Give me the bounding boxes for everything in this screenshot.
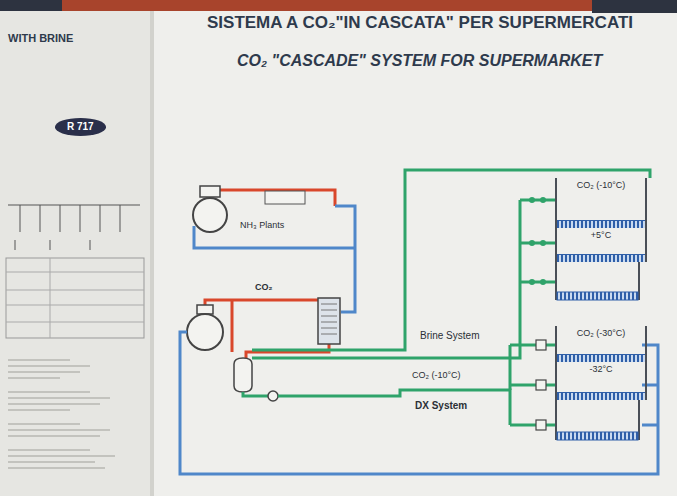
subtitle: CO₂ "CASCADE" SYSTEM FOR SUPERMARKET	[237, 52, 602, 70]
cabinet-label: CO₂ (-10°C)	[557, 180, 645, 190]
tray-grid	[557, 392, 645, 400]
cabinet-label: +5°C	[557, 230, 645, 240]
tray-grid	[557, 254, 645, 262]
panel-heading: WITH BRINE	[8, 32, 73, 45]
tray-grid	[557, 354, 645, 362]
temperature-label: CO₂ (-10°C)	[412, 370, 461, 380]
poster-title: SISTEMA A CO₂"IN CASCATA" PER SUPERMERCA…	[207, 13, 633, 33]
cabinet-label: CO₂ (-30°C)	[557, 328, 645, 338]
tray-grid	[557, 220, 645, 228]
refrigerant-badge: R 717	[55, 118, 106, 136]
display-cabinet: -32°C	[555, 362, 647, 400]
cabinet-label: -32°C	[557, 364, 645, 374]
plant-label: NH₃ Plants	[240, 220, 284, 230]
system-label: Brine System	[420, 330, 479, 342]
display-cabinet: CO₂ (-10°C)	[555, 178, 647, 228]
display-cabinet: CO₂ (-30°C)	[555, 326, 647, 362]
system-label: DX System	[415, 400, 467, 412]
display-cabinet: +5°C	[555, 228, 647, 262]
fluid-label: CO₂	[255, 282, 273, 292]
